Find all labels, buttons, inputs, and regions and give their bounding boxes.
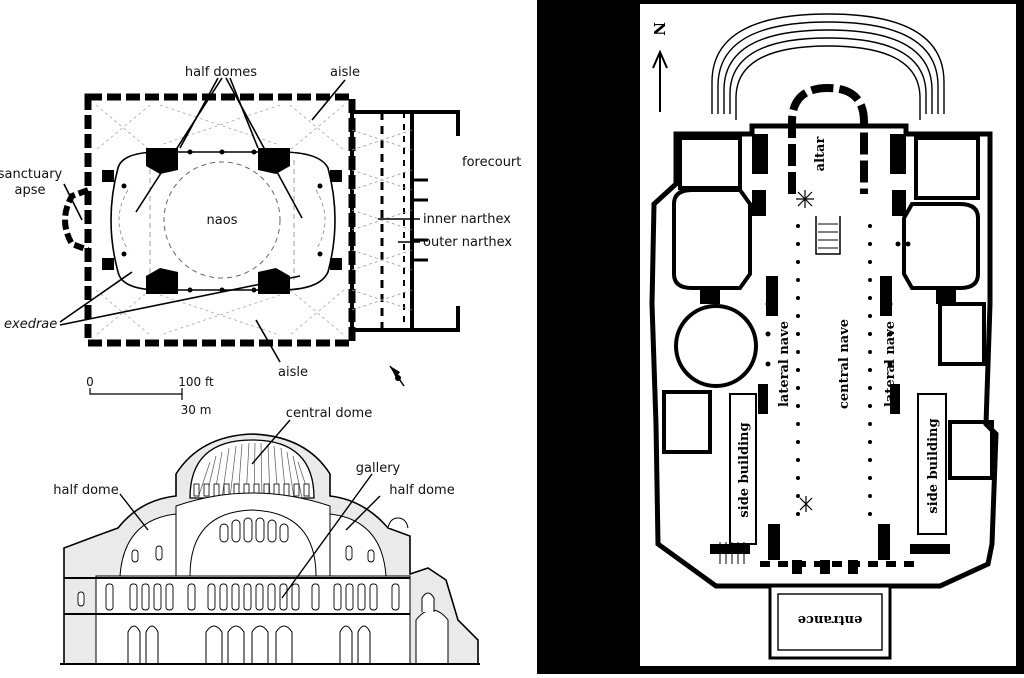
label-north: N (650, 22, 668, 36)
section-drawing: central dome gallery half dome half dome (53, 406, 480, 665)
chapel-left-round (674, 304, 758, 388)
pier-nw (146, 148, 178, 174)
label-exedrae: exedrae (4, 317, 57, 332)
label-side-building-right: side building (926, 418, 941, 513)
apse-wall (62, 187, 90, 253)
label-altar: altar (813, 137, 828, 172)
label-naos: naos (207, 213, 238, 228)
label-forecourt: forecourt (462, 155, 521, 170)
label-side-building-left: side building (737, 422, 752, 517)
pier-ne (258, 148, 290, 174)
entrance-block (768, 584, 892, 660)
side-building-left (729, 393, 757, 545)
central-dome (189, 439, 315, 499)
asterisk-marker-icon (796, 190, 814, 512)
nave-columns (765, 224, 911, 516)
label-aisle-top: aisle (330, 65, 360, 80)
label-outer-narthex: outer narthex (423, 235, 512, 250)
scale-zero: 0 (86, 375, 94, 389)
scale-ft: 100 ft (178, 375, 214, 389)
label-apse: apse (15, 183, 46, 198)
floor-plan: half domes aisle sanctuary apse naos for… (0, 65, 521, 380)
side-building-right (917, 393, 947, 535)
chapel-left-upper (672, 188, 752, 290)
label-half-dome-right: half dome (389, 483, 454, 498)
label-inner-narthex: inner narthex (423, 212, 511, 227)
hagia-sophia-drawings: half domes aisle sanctuary apse naos for… (0, 65, 521, 665)
label-central-nave: central nave (837, 319, 852, 409)
label-entrance: entrance (798, 612, 863, 627)
label-central-dome: central dome (286, 406, 372, 421)
scale-bar: 0 100 ft 30 m (86, 375, 214, 417)
pier-sw (146, 268, 178, 294)
label-half-domes: half domes (185, 65, 257, 80)
basilica-plan: N (649, 13, 999, 660)
hagia-sophia-panel: half domes aisle sanctuary apse naos for… (0, 65, 522, 665)
scale-m: 30 m (181, 403, 212, 417)
basilica-outer-wall (649, 123, 999, 589)
north-arrow-icon (652, 49, 668, 112)
apse-rings (711, 13, 945, 120)
compass-icon (389, 365, 405, 387)
label-gallery: gallery (356, 461, 401, 476)
label-aisle-bottom: aisle (278, 365, 308, 380)
label-lateral-nave-left: lateral nave (777, 321, 792, 407)
label-half-dome-left: half dome (53, 483, 118, 498)
basilica-plan-panel: N (640, 4, 1016, 666)
label-lateral-nave-right: lateral nave (883, 321, 898, 407)
central-dome-outline (163, 161, 281, 279)
label-sanctuary: sanctuary (0, 167, 63, 182)
chapel-right-upper (902, 202, 980, 290)
altar-apse (788, 83, 868, 255)
